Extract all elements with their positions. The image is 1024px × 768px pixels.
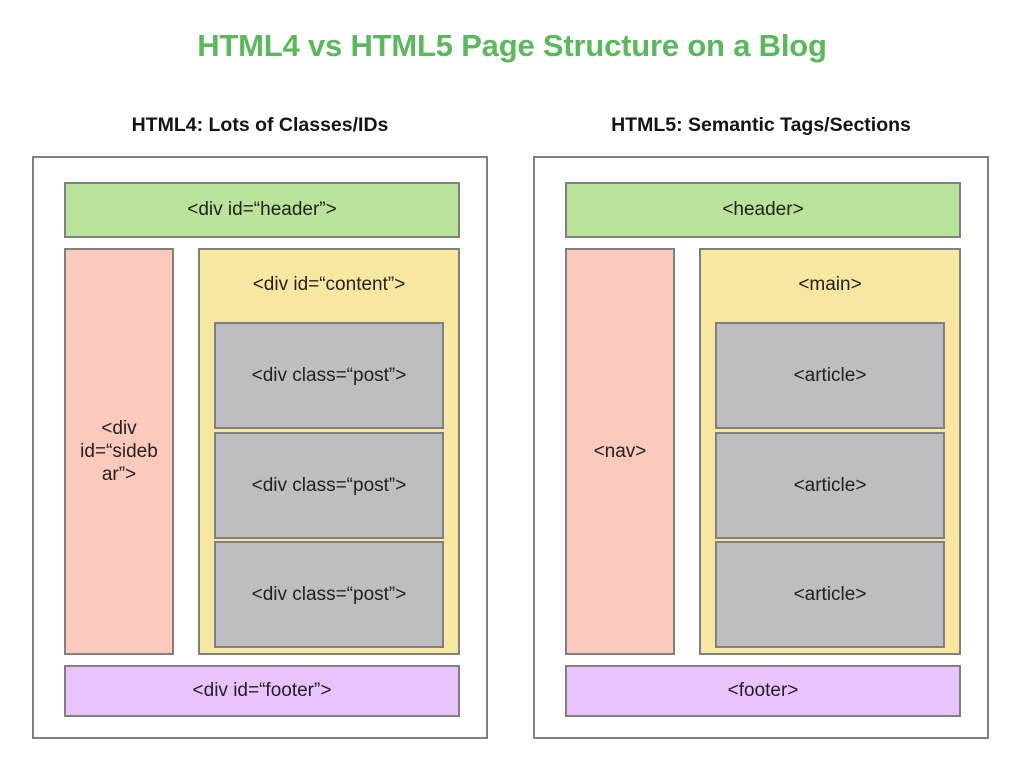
column-heading-html5: HTML5: Semantic Tags/Sections (611, 114, 911, 136)
html4-sidebar-block: <div id=“sideb ar”> (64, 248, 174, 655)
html4-post-block: <div class=“post”> (214, 322, 444, 429)
html4-content-label: <div id=“content”> (252, 274, 406, 296)
html5-article-block: <article> (715, 322, 945, 429)
page-title: HTML4 vs HTML5 Page Structure on a Blog (197, 28, 827, 63)
html5-main-block: <main> <article> <article> <article> (699, 248, 961, 655)
html4-footer-block: <div id=“footer”> (64, 665, 460, 717)
column-heading-html4: HTML4: Lots of Classes/IDs (131, 114, 389, 136)
html5-nav-block: <nav> (565, 248, 675, 655)
panel-html4: <div id=“header”> <div id=“sideb ar”> <d… (32, 156, 488, 739)
html5-header-block: <header> (565, 182, 961, 238)
html5-footer-block: <footer> (565, 665, 961, 717)
html4-header-block: <div id=“header”> (64, 182, 460, 238)
html4-post-block: <div class=“post”> (214, 541, 444, 648)
html5-main-label: <main> (798, 274, 862, 296)
html5-article-block: <article> (715, 432, 945, 539)
html4-content-block: <div id=“content”> <div class=“post”> <d… (198, 248, 460, 655)
html4-post-block: <div class=“post”> (214, 432, 444, 539)
html5-article-block: <article> (715, 541, 945, 648)
panel-html5: <header> <nav> <main> <article> <article… (533, 156, 989, 739)
